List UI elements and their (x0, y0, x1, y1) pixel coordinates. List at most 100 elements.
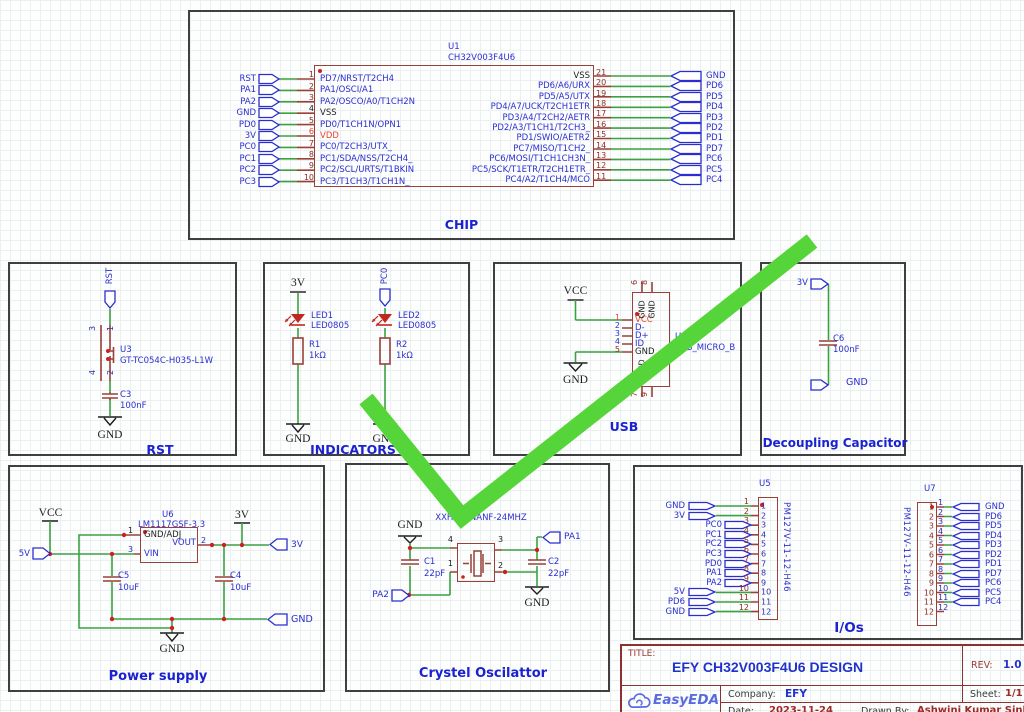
decoupling-block-frame[interactable]: 3V C6 100nF GND Decoupling Capacitor (760, 262, 908, 456)
rst-block-frame[interactable]: RST 1 3 4 2 U3 GT-TC054C-H035-L1W C3 100… (8, 262, 237, 457)
indicators-wires-layer[interactable] (265, 264, 468, 454)
net-port-shape[interactable] (670, 143, 702, 154)
regulator-body[interactable] (140, 527, 198, 563)
pin-number-inner: 2 (928, 512, 934, 521)
cap-value: 10uF (118, 583, 140, 593)
net-port-shape[interactable] (542, 531, 561, 544)
block-title-decoupling: Decoupling Capacitor (762, 436, 908, 450)
net-port-shape[interactable] (688, 597, 716, 607)
indicators-block-frame[interactable]: 3V PC0 LED1 LED0805 LED2 LED0805 R1 1kΩ … (263, 262, 470, 457)
crystal-wires-layer[interactable] (347, 465, 608, 690)
switch-pin-number: 1 (106, 325, 116, 332)
chip-block-frame[interactable]: U1 CH32V003F4U6 RST 1 PD7/NRST/T2CH4 PA1… (188, 10, 735, 240)
net-port-shape[interactable] (258, 96, 280, 107)
net-port-shape[interactable] (670, 102, 702, 113)
net-port-shape[interactable] (688, 607, 716, 616)
net-port-shape[interactable] (952, 550, 980, 559)
net-port-label: PC5 (706, 164, 723, 175)
chip-wires-layer[interactable] (190, 12, 733, 238)
u5-pin-rows: GND 1 1 3V 2 2 PC0 3 3 PC1 4 4 PC2 5 5 P… (635, 497, 772, 616)
pin-number: 12 (596, 161, 607, 171)
net-port-shape[interactable] (810, 379, 829, 391)
net-port-shape[interactable] (670, 164, 702, 175)
net-port-shape[interactable] (670, 81, 702, 92)
pin-number-inner: 7 (928, 559, 934, 569)
logo-cell: EasyEDA (622, 685, 720, 712)
net-port-shape[interactable] (670, 122, 702, 134)
net-port-shape[interactable] (267, 613, 288, 626)
net-port-shape[interactable] (391, 589, 410, 602)
rst-wires-layer[interactable] (10, 264, 235, 454)
switch-pin-number: 4 (88, 369, 98, 376)
net-port-shape[interactable] (952, 597, 980, 607)
ios-block-frame[interactable]: U5 U7 PM127V-11-12-H46 PM127V-11-12-H46 … (633, 465, 1023, 640)
chip-pin-row: PC3 10 PC3/T1CH3/T1CH1N_ (218, 173, 548, 187)
net-port-shape[interactable] (258, 108, 280, 119)
net-port-shape[interactable] (952, 531, 980, 540)
crystal-body[interactable] (457, 543, 495, 582)
net-port-shape[interactable] (952, 540, 980, 550)
net-port-shape[interactable] (32, 547, 51, 560)
net-port-shape[interactable] (258, 85, 280, 96)
net-port-shape[interactable] (379, 288, 391, 307)
net-port-shape[interactable] (258, 153, 280, 164)
net-port-label: PD6 (985, 511, 1003, 522)
net-port-shape[interactable] (670, 174, 702, 186)
net-port-shape[interactable] (724, 540, 752, 549)
cap-value: 22pF (424, 569, 446, 579)
sheet-cell: Sheet: 1/1 (962, 685, 1024, 702)
net-port-shape[interactable] (688, 588, 716, 597)
net-port-shape[interactable] (810, 278, 829, 290)
net-port-shape[interactable] (258, 164, 280, 176)
net-port-shape[interactable] (258, 142, 280, 153)
net-port-shape[interactable] (952, 512, 980, 521)
net-port-shape[interactable] (670, 112, 702, 123)
cap-value: 22pF (548, 569, 570, 579)
header-value: PM127V-11-12-H46 (781, 502, 791, 593)
cap-value: 100nF (120, 401, 147, 411)
pin-number: 19 (596, 88, 607, 98)
cap-ref: C1 (424, 557, 436, 567)
net-port-shape[interactable] (952, 569, 980, 578)
pin-number: 4 (447, 535, 453, 544)
chip-body[interactable] (314, 65, 594, 187)
net-port-shape[interactable] (724, 549, 752, 559)
net-port-shape[interactable] (952, 588, 980, 597)
net-port-shape[interactable] (258, 176, 280, 187)
decoupling-wires-layer[interactable] (762, 264, 904, 454)
net-port-shape[interactable] (952, 502, 980, 512)
net-port-shape[interactable] (688, 501, 716, 511)
net-port-shape[interactable] (724, 568, 752, 578)
net-port-label: GND (665, 500, 686, 511)
net-port-shape[interactable] (688, 511, 716, 520)
net-port-shape[interactable] (670, 154, 702, 165)
net-port-shape[interactable] (952, 521, 980, 531)
header-ref: U7 (924, 484, 936, 494)
date-value: 2023-11-24 (769, 705, 833, 712)
net-port-shape[interactable] (670, 133, 702, 144)
net-port-shape[interactable] (258, 73, 280, 85)
net-port-shape[interactable] (269, 538, 288, 551)
net-port-shape[interactable] (258, 119, 280, 130)
pin-name: VDD (320, 130, 339, 141)
header-u7-body[interactable] (917, 502, 937, 626)
pin-number-inner: 12 (761, 607, 772, 617)
usb-value: USB_MICRO_B (675, 343, 736, 353)
net-port-shape[interactable] (258, 130, 280, 142)
net-port-shape[interactable] (670, 70, 702, 82)
net-port-shape[interactable] (724, 559, 752, 568)
drawn-by-label: Drawn By: (861, 706, 910, 712)
net-port-shape[interactable] (724, 530, 752, 539)
power-wires-layer[interactable] (10, 467, 323, 690)
net-port-shape[interactable] (952, 559, 980, 569)
net-port-shape[interactable] (952, 578, 980, 588)
chip-pin-row: PD6/A6/URX 20 PD6 (420, 78, 737, 92)
usb-block-frame[interactable]: VCC GND 1 VCC 2 D- 3 D+ 4 ID 5 GND 6 8 7… (493, 262, 742, 456)
power-block-frame[interactable]: VCC 3V 5V U6 LM1117GSF-3.3 1 GND/ADJ 3 V… (8, 465, 325, 692)
net-port-shape[interactable] (670, 91, 702, 102)
crystal-block-frame[interactable]: XXHCCLNANF-24MHZ GND 4 1 3 2 C1 22pF C2 … (345, 463, 610, 692)
net-port-label: PC3 (705, 548, 722, 559)
net-port-shape[interactable] (104, 290, 116, 309)
net-port-shape[interactable] (724, 578, 752, 587)
